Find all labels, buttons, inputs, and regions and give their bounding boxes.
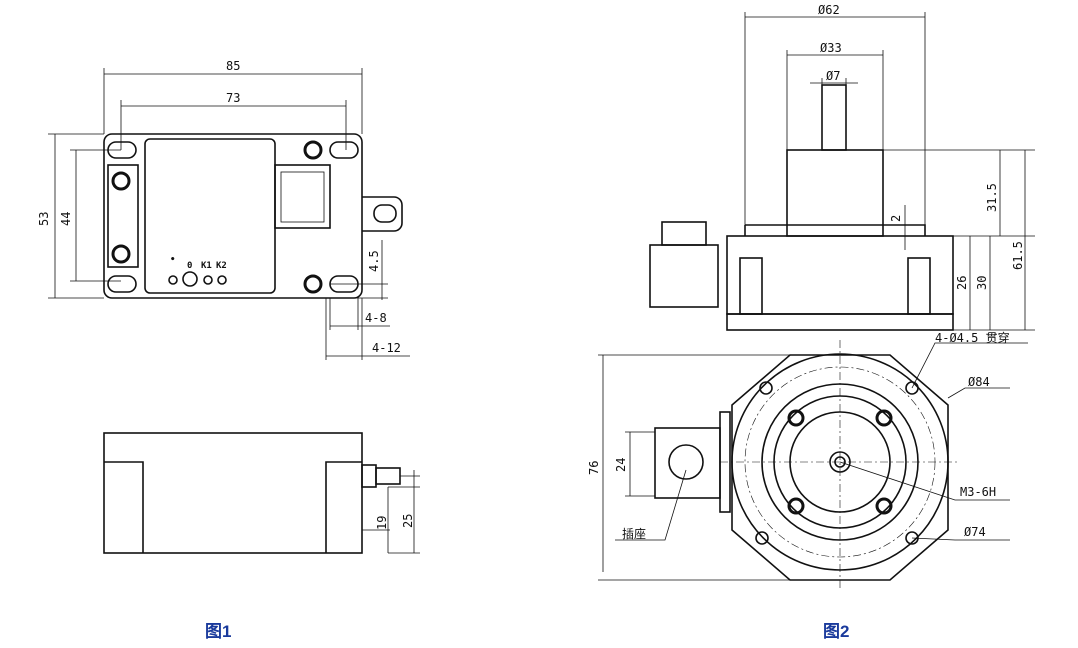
through-holes <box>755 381 919 545</box>
dim-4-5: 4.5 <box>367 250 381 272</box>
power-led-label: • <box>170 255 175 265</box>
thread-label: M3-6H <box>960 485 996 499</box>
dim-24: 24 <box>614 458 628 472</box>
dim-85: 85 <box>226 59 240 73</box>
fig2-bottom-view: 4-Ø4.5 贯穿 Ø84 M3-6H Ø74 76 24 插座 <box>587 330 1028 590</box>
dim-2: 2 <box>889 215 903 222</box>
dim-4-12: 4-12 <box>372 341 401 355</box>
fig1-top-view: • 0 K1 K2 85 73 53 44 4.5 4-8 4-12 <box>37 59 410 360</box>
fig1-side-view: 19 25 <box>103 432 420 554</box>
dim-31-5: 31.5 <box>985 183 999 212</box>
socket-label: 插座 <box>622 526 646 541</box>
figure2-caption: 图2 <box>823 622 850 641</box>
dim-d84: Ø84 <box>968 375 990 389</box>
dim-25: 25 <box>401 514 415 528</box>
fig2-front-view: Ø62 Ø33 Ø7 31.5 61.5 26 30 2 <box>649 3 1035 331</box>
screw-heads <box>111 140 323 294</box>
dim-d74: Ø74 <box>964 525 986 539</box>
dim-61-5: 61.5 <box>1011 241 1025 270</box>
dim-44: 44 <box>59 212 73 226</box>
dim-26: 26 <box>955 276 969 290</box>
dim-30: 30 <box>975 276 989 290</box>
dim-d33: Ø33 <box>820 41 842 55</box>
dim-53: 53 <box>37 212 51 226</box>
dim-73: 73 <box>226 91 240 105</box>
dim-4-8: 4-8 <box>365 311 387 325</box>
zero-label: 0 <box>187 261 192 271</box>
figure1-caption: 图1 <box>205 622 232 641</box>
dim-76: 76 <box>587 461 601 475</box>
mounting-slots <box>107 141 359 293</box>
dim-holes: 4-Ø4.5 贯穿 <box>935 330 1010 345</box>
screw-heads <box>787 409 893 515</box>
indicator-leds: • 0 K1 K2 <box>168 255 227 287</box>
dim-d7: Ø7 <box>826 69 840 83</box>
k1-label: K1 <box>201 261 212 271</box>
dim-d62: Ø62 <box>818 3 840 17</box>
k2-label: K2 <box>216 261 227 271</box>
dim-19: 19 <box>375 516 389 530</box>
